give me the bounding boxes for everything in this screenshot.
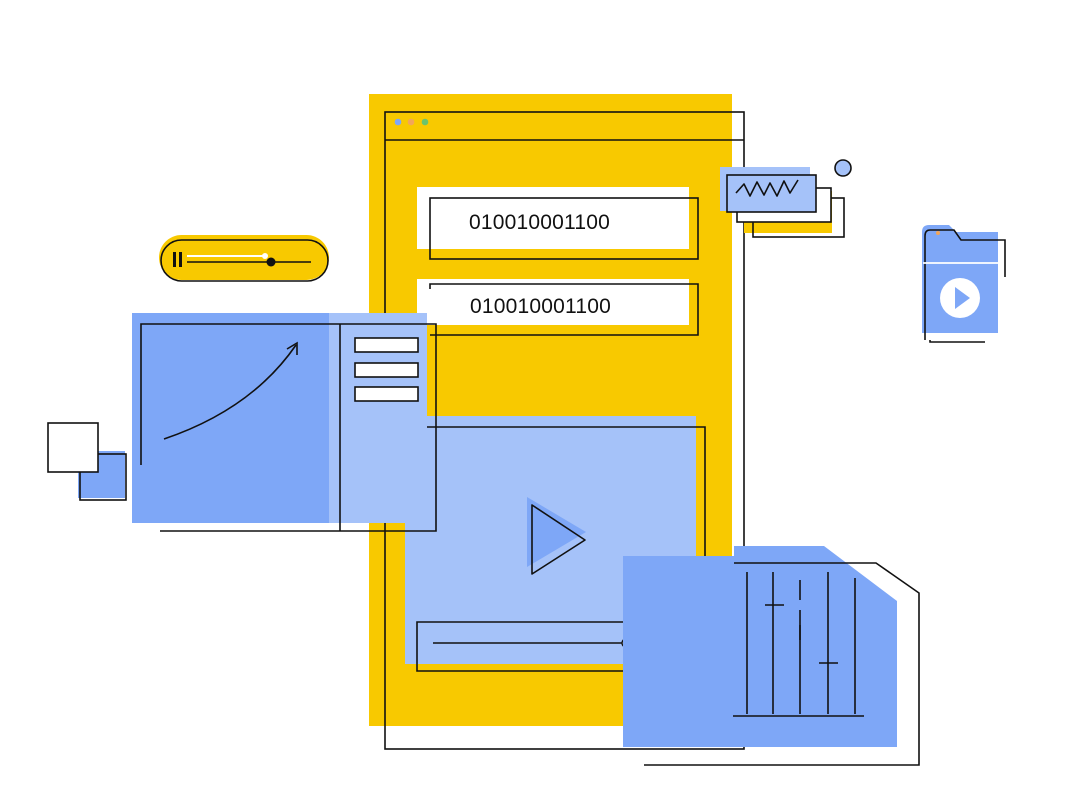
overlap-squares-decor <box>47 422 127 501</box>
small-circle-decor <box>834 159 852 177</box>
audio-player-pill[interactable] <box>159 235 329 282</box>
menu-item <box>354 362 419 378</box>
window-dots-icon <box>394 118 429 126</box>
binary-field-1[interactable] <box>417 187 699 260</box>
waveform-icon <box>735 179 799 197</box>
menu-item <box>354 386 419 402</box>
equalizer-lines <box>733 572 864 717</box>
binary-field-2-text: 010010001100 <box>470 295 611 318</box>
growth-chart-icon <box>163 341 298 440</box>
equalizer-card <box>623 546 920 766</box>
video-frame-outline <box>416 426 706 672</box>
audio-slider-knob <box>266 257 276 267</box>
play-icon[interactable] <box>527 497 586 575</box>
waveform-cards <box>720 159 852 238</box>
binary-field-1-text: 010010001100 <box>469 211 610 234</box>
menu-item <box>354 337 419 353</box>
growth-chart-card <box>132 313 437 532</box>
pause-icon[interactable] <box>173 252 182 267</box>
menu-list[interactable] <box>354 337 419 402</box>
binary-field-2[interactable] <box>417 279 699 336</box>
folder-play-icon[interactable] <box>922 225 1006 343</box>
